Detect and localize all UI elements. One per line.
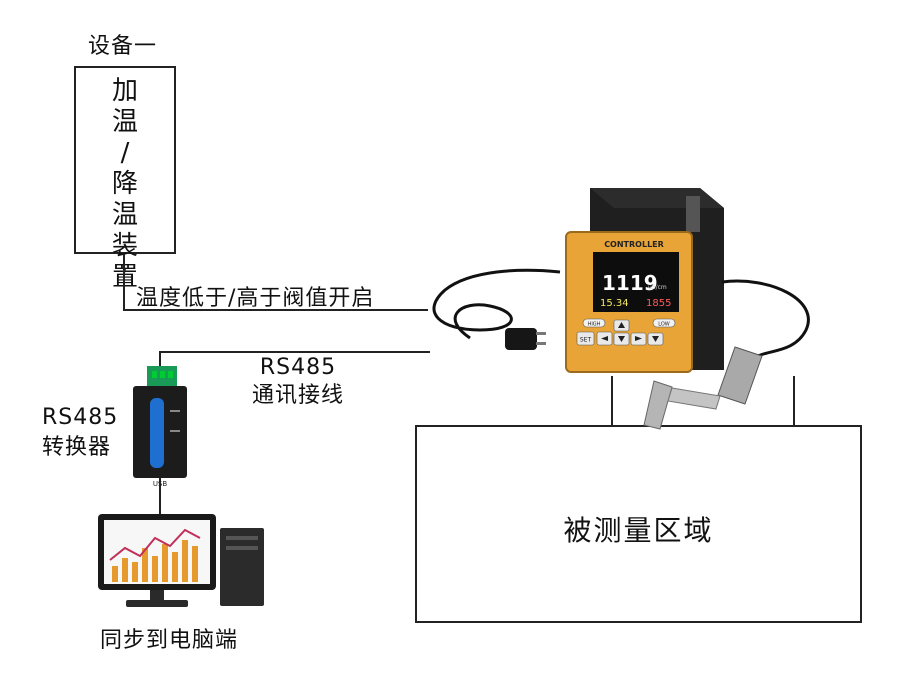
screen-sub-value: 1855 <box>646 298 671 309</box>
high-button: HIGH <box>588 322 601 328</box>
rs485-converter-device: USB <box>133 366 187 488</box>
screen-main-value: 1119 <box>602 271 658 295</box>
controller-device: CONTROLLER 1119 uS/cm 15.34 1855 HIGH LO… <box>566 188 724 372</box>
computer-icon <box>98 514 264 607</box>
power-plug <box>434 270 560 350</box>
converter-usb-label: USB <box>153 480 168 488</box>
set-button: SET <box>580 337 592 344</box>
screen-temp-value: 15.34 <box>600 298 629 309</box>
control-wire <box>124 254 428 310</box>
screen-unit: uS/cm <box>648 284 667 291</box>
low-button: LOW <box>658 322 670 328</box>
rs485-wire <box>160 352 430 374</box>
controller-brand-text: CONTROLLER <box>604 240 664 249</box>
